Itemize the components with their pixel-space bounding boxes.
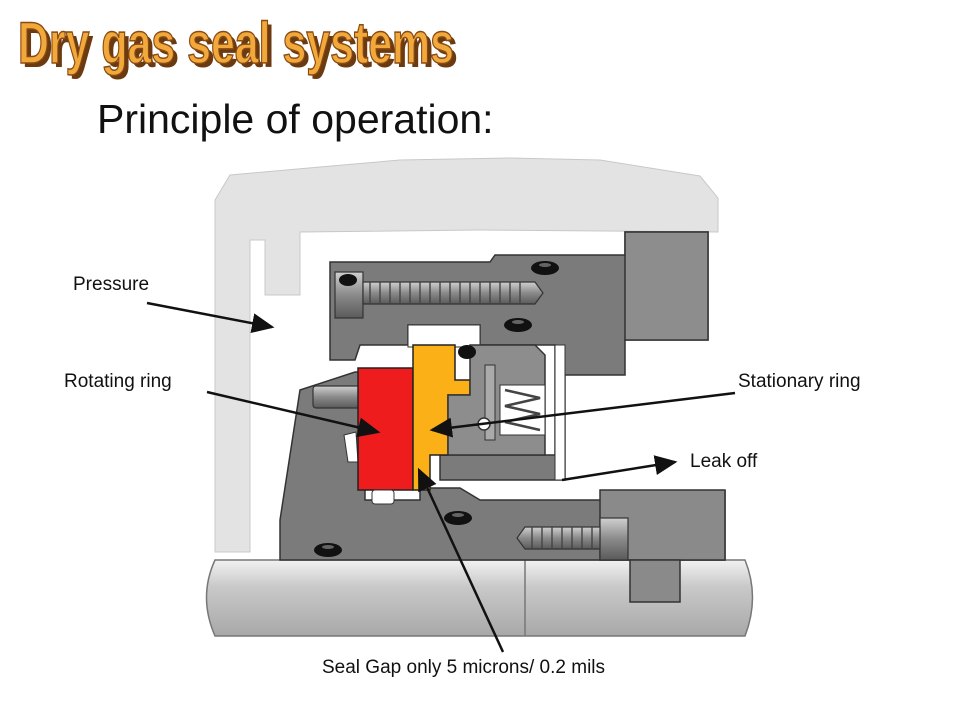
seal-gap-arrow <box>417 467 505 653</box>
title-banner: Dry gas seal systems Dry gas seal system… <box>17 10 458 80</box>
gap-leak <box>554 344 566 481</box>
pressure-arrow <box>146 301 275 334</box>
spring-rib <box>484 364 496 441</box>
upper-bolt-shank <box>362 281 544 305</box>
subtitle: Principle of operation: <box>97 96 494 142</box>
label-stationary-ring: Stationary ring <box>738 371 861 392</box>
label-leak-off: Leak off <box>690 451 758 472</box>
spring <box>504 388 541 432</box>
gap-pin <box>371 489 395 505</box>
rotating-ring-arrow <box>206 390 381 438</box>
shaft-key <box>629 559 681 603</box>
lower-bolt-shank <box>516 526 601 550</box>
page-title: Dry gas seal systems <box>18 11 454 76</box>
housing-block <box>624 231 709 341</box>
outer-casing <box>214 157 719 553</box>
title-shadow: Dry gas seal systems <box>22 15 458 80</box>
label-rotating-ring: Rotating ring <box>64 371 172 392</box>
stationary-ring-arrow <box>429 391 736 438</box>
upper-bolt-thread <box>369 282 521 304</box>
lower-bolt-thread <box>531 527 593 549</box>
label-pressure: Pressure <box>73 274 150 295</box>
label-seal-gap: Seal Gap only 5 microns/ 0.2 mils <box>322 657 606 678</box>
leak-off-arrow <box>561 455 678 482</box>
shaft <box>205 559 754 637</box>
lower-bolt-head <box>599 517 629 561</box>
o-rings <box>314 261 559 557</box>
gap-top <box>407 324 481 348</box>
